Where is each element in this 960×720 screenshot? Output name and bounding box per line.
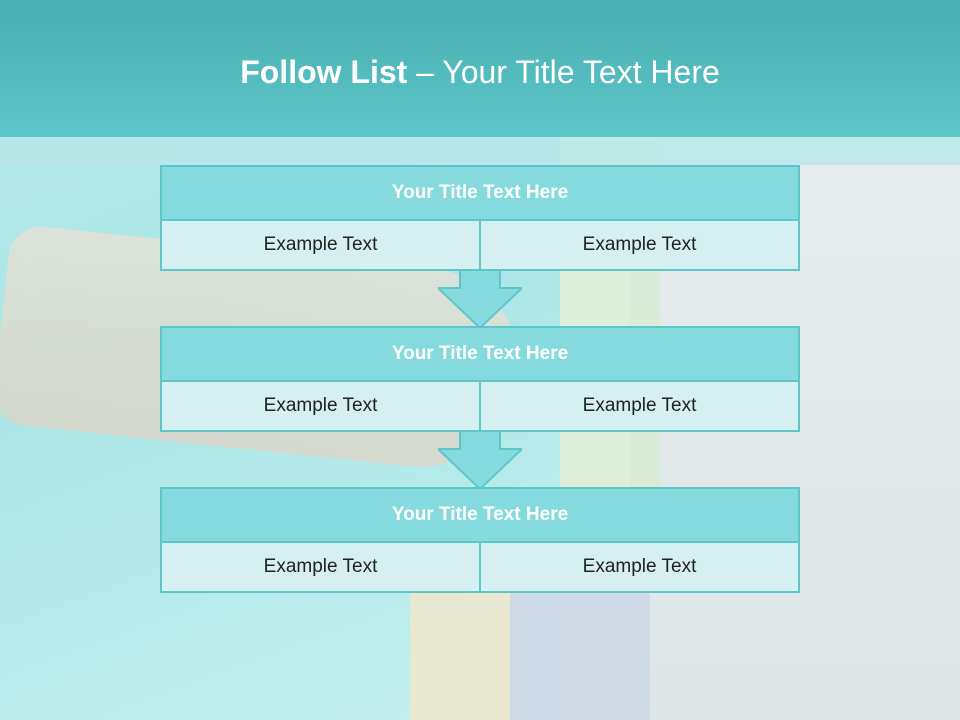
block-row: Example Text Example Text — [160, 382, 800, 432]
block-title: Your Title Text Here — [160, 165, 800, 221]
block-cell-left: Example Text — [160, 382, 481, 432]
block-row: Example Text Example Text — [160, 221, 800, 271]
block-cell-right: Example Text — [481, 543, 800, 593]
list-block: Your Title Text Here Example Text Exampl… — [160, 487, 800, 593]
block-title: Your Title Text Here — [160, 487, 800, 543]
list-block: Your Title Text Here Example Text Exampl… — [160, 165, 800, 271]
block-cell-left: Example Text — [160, 221, 481, 271]
block-cell-left: Example Text — [160, 543, 481, 593]
list-block: Your Title Text Here Example Text Exampl… — [160, 326, 800, 432]
title-rest: – Your Title Text Here — [407, 54, 720, 90]
block-cell-right: Example Text — [481, 221, 800, 271]
block-cell-right: Example Text — [481, 382, 800, 432]
block-title: Your Title Text Here — [160, 326, 800, 382]
down-arrow-icon — [438, 431, 522, 489]
down-arrow-icon — [438, 270, 522, 328]
slide-title: Follow List – Your Title Text Here — [0, 54, 960, 91]
title-bold: Follow List — [240, 54, 408, 90]
slide-header: Follow List – Your Title Text Here — [0, 0, 960, 137]
header-underband — [0, 137, 960, 165]
block-row: Example Text Example Text — [160, 543, 800, 593]
